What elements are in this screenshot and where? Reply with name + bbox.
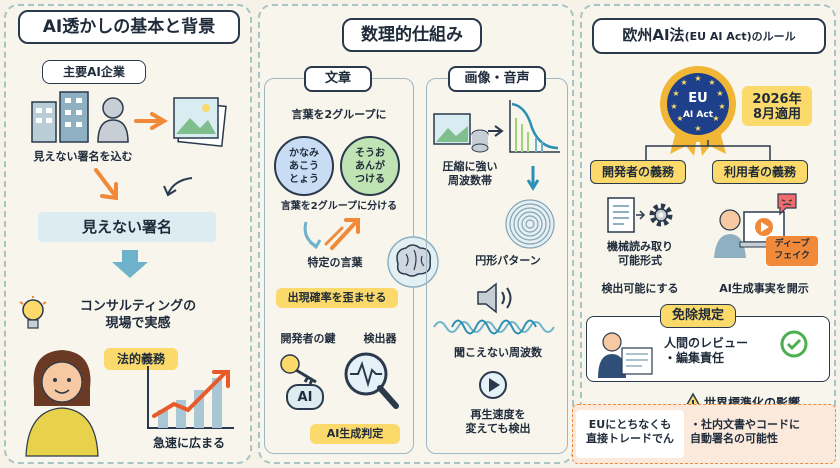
eu-trade-card	[576, 410, 684, 458]
svg-text:★: ★	[680, 78, 687, 87]
eu-badge-icon: ★★★★★★★★★★	[660, 66, 736, 156]
svg-text:★: ★	[670, 102, 677, 111]
specific-words: 特定の言葉	[307, 256, 363, 269]
internal-label: ・社内文書やコードに 自動署名の可能性	[690, 418, 800, 445]
doc-icon	[607, 197, 646, 233]
signature-banner	[38, 212, 216, 242]
gear-icon	[649, 203, 673, 227]
date-card	[742, 86, 812, 126]
inaudible-label: 聞こえない周波数	[454, 346, 542, 359]
eu-trade-label: EUにとちなくも 直接トレードでん	[586, 418, 674, 445]
svg-text:★: ★	[712, 114, 719, 123]
arrow-icon	[526, 166, 540, 191]
bulb-icon	[19, 296, 47, 329]
company-label: 主要AI企業	[42, 60, 146, 84]
middle-title: 数理的仕組み	[342, 18, 482, 52]
eu-badge-bottom: AI Act	[682, 110, 714, 120]
brain-icon	[387, 236, 439, 288]
down-arrow-icon	[112, 250, 148, 278]
reviewer-icon	[598, 332, 653, 378]
svg-text:★: ★	[716, 89, 723, 98]
circle-pattern-label: 円形パターン	[475, 254, 541, 267]
legal-duty-badge: 法的義務	[104, 348, 178, 370]
magnifier-icon	[344, 352, 399, 409]
user-duty-badge: 利用者の義務	[712, 160, 808, 184]
svg-text:★: ★	[708, 78, 715, 87]
person-icon	[97, 97, 129, 143]
date-label: 2026年 8月適用	[752, 92, 802, 122]
dev-key-label: 開発者の鍵	[280, 332, 336, 345]
laptop-person-icon	[714, 209, 789, 258]
detector-label: 検出器	[363, 332, 397, 345]
media-heading: 画像・音声	[448, 66, 546, 92]
angry-face-icon	[777, 193, 797, 216]
photo-icon	[173, 97, 227, 148]
review-label: 人間のレビュー ・編集責任	[664, 336, 749, 365]
svg-text:★: ★	[676, 114, 683, 123]
arrow-icon	[163, 177, 193, 197]
spread-caption: 急速に広まる	[152, 436, 225, 450]
word-group-a: かなみ あこう とょう	[274, 136, 334, 196]
banner-text: 見えない署名	[81, 218, 172, 236]
svg-text:★: ★	[694, 74, 701, 83]
deepfake-tag	[766, 236, 818, 266]
image-icon	[433, 113, 489, 153]
machine-readable: 機械読み取り 可能形式	[607, 240, 673, 267]
growth-chart-icon	[147, 366, 234, 429]
svg-text:★: ★	[672, 89, 679, 98]
eu-badge-top: EU	[688, 91, 708, 106]
speaker-icon	[477, 282, 512, 314]
building-icon	[31, 91, 89, 143]
right-title: 欧州AI法(EU AI Act)のルール	[592, 18, 826, 54]
ai-judge-badge: AI生成判定	[310, 424, 400, 444]
embed-caption: 見えない署名を込む	[33, 150, 133, 163]
left-title: AI透かしの基本と背景	[18, 10, 240, 44]
skew-badge: 出現確率を歪ませる	[276, 288, 398, 308]
arrow-icon	[303, 218, 360, 250]
ai-badge: AI	[286, 384, 324, 410]
dev-duty-badge: 開発者の義務	[590, 160, 686, 184]
word-group-b: そうお あんが つける	[340, 136, 400, 196]
connector-icon	[645, 140, 771, 160]
speed-label: 再生速度を 変えても検出	[465, 408, 531, 435]
split-top: 言葉を2グループに	[291, 108, 387, 121]
arrow-icon	[134, 112, 168, 130]
circle-pattern-icon	[505, 199, 555, 249]
play-icon	[479, 371, 507, 399]
check-icon	[780, 330, 808, 358]
arrow-icon	[94, 168, 118, 201]
disclose-label: AI生成事実を開示	[719, 282, 809, 295]
text-heading: 文章	[304, 66, 372, 92]
woman-icon	[25, 350, 99, 457]
wave-icon	[433, 319, 555, 335]
split-caption: 言葉を2グループに分ける	[280, 201, 398, 212]
freq-band: 圧縮に強い 周波数帯	[442, 160, 498, 187]
svg-text:★: ★	[694, 124, 701, 133]
svg-text:★: ★	[718, 102, 725, 111]
key-icon	[280, 354, 317, 385]
wave-icon	[509, 100, 560, 153]
deepfake-label: ディープ フェイク	[774, 239, 810, 261]
detectable-label: 検出可能にする	[601, 282, 679, 295]
arrow-icon	[488, 125, 504, 137]
exemption-heading: 免除規定	[660, 304, 736, 328]
consulting-caption: コンサルティングの 現場で実感	[79, 299, 197, 331]
